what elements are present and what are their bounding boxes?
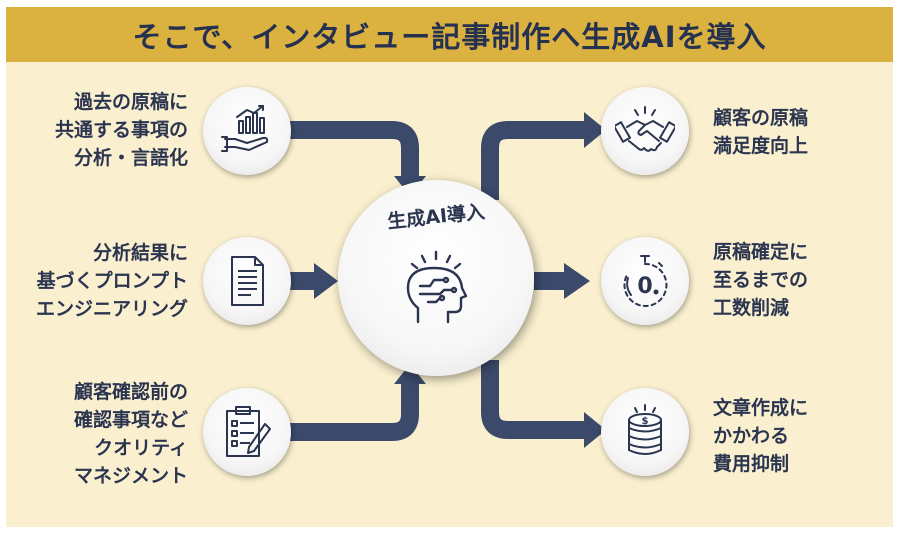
output-node-3: $ xyxy=(601,388,689,476)
input-1-line-3: 分析・言語化 xyxy=(73,147,188,169)
arrowhead-output-2 xyxy=(564,263,590,299)
input-label-1: 過去の原稿に 共通する事項の 分析・言語化 xyxy=(8,88,188,172)
ai-brain-head-icon xyxy=(406,250,468,324)
input-3-line-1: 顧客確認前の xyxy=(73,381,188,403)
handshake-icon xyxy=(615,106,675,152)
output-2-line-3: 工数削減 xyxy=(713,297,790,319)
hub-circle: 生成AI導入 xyxy=(338,180,534,376)
input-node-2 xyxy=(203,237,291,325)
output-2-line-2: 至るまでの xyxy=(713,269,809,291)
input-node-3 xyxy=(203,388,291,476)
input-2-line-2: 基づくプロンプト xyxy=(36,270,188,292)
output-node-1 xyxy=(601,87,689,175)
document-icon xyxy=(231,256,264,306)
output-node-2: 0 xyxy=(601,237,689,325)
arrowhead-input-3 xyxy=(394,364,426,384)
input-3-line-2: 確認事項など xyxy=(73,409,188,431)
output-1-line-2: 満足度向上 xyxy=(713,135,809,157)
page-title: そこで、インタビュー記事制作へ生成AIを導入 xyxy=(132,19,767,54)
output-3-line-2: かかわる xyxy=(713,425,790,447)
output-3-line-1: 文章作成に xyxy=(713,397,809,419)
arrowhead-output-1 xyxy=(584,112,606,148)
input-2-line-3: エンジニアリング xyxy=(35,298,188,320)
output-2-line-1: 原稿確定に xyxy=(713,241,809,263)
coin-stack-icon: $ xyxy=(628,404,662,455)
input-label-3: 顧客確認前の 確認事項など クオリティ マネジメント xyxy=(8,378,188,490)
arrow-output-3 xyxy=(481,360,588,439)
arrowhead-output-3 xyxy=(584,412,606,448)
arrowhead-input-2 xyxy=(314,263,338,299)
clipboard-checklist-icon xyxy=(226,406,271,457)
input-label-2: 分析結果に 基づくプロンプト エンジニアリング xyxy=(8,239,188,323)
input-3-line-4: マネジメント xyxy=(73,465,188,487)
title-bar: そこで、インタビュー記事制作へ生成AIを導入 xyxy=(6,7,893,62)
output-label-3: 文章作成に かかわる 費用抑制 xyxy=(713,394,893,478)
input-1-line-2: 共通する事項の xyxy=(54,119,188,141)
output-label-1: 顧客の原稿 満足度向上 xyxy=(713,104,893,160)
output-3-line-3: 費用抑制 xyxy=(713,453,790,475)
output-1-line-1: 顧客の原稿 xyxy=(713,107,809,129)
stopwatch-icon: 0 xyxy=(623,255,668,307)
input-3-line-3: クオリティ xyxy=(94,437,188,459)
chart-in-hand-icon xyxy=(221,105,269,152)
svg-text:0: 0 xyxy=(637,274,652,299)
output-label-2: 原稿確定に 至るまでの 工数削減 xyxy=(713,238,893,322)
input-1-line-1: 過去の原稿に xyxy=(73,91,188,113)
svg-text:$: $ xyxy=(642,416,649,427)
arrow-input-1 xyxy=(290,121,419,180)
arrow-output-1 xyxy=(481,121,588,200)
arrow-input-3 xyxy=(290,378,419,441)
input-2-line-1: 分析結果に xyxy=(92,242,188,264)
input-node-1 xyxy=(203,87,291,175)
